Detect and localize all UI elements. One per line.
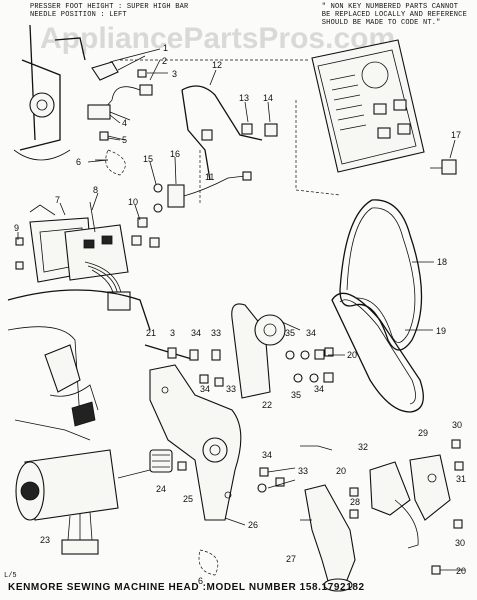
- callout-29: 29: [418, 428, 428, 438]
- callout-14: 14: [263, 93, 273, 103]
- part-6-cable-tie: [95, 149, 126, 176]
- part-6-cable-tie-lower: [198, 549, 219, 576]
- callout-6-b: 6: [198, 576, 203, 586]
- part-10-connectors: [131, 217, 160, 248]
- leader-lines: [17, 48, 465, 571]
- callout-23: 23: [40, 535, 50, 545]
- callout-28: 28: [350, 497, 360, 507]
- callout-35: 35: [285, 328, 295, 338]
- header-note-left: PRESSER FOOT HEIGHT : SUPER HIGH BAR NEE…: [30, 3, 188, 19]
- part-15-16-wiring: [153, 150, 252, 213]
- callout-22: 22: [262, 400, 272, 410]
- callout-33-c: 33: [298, 466, 308, 476]
- callout-35-b: 35: [291, 390, 301, 400]
- header-line: " NON KEY NUMBERED PARTS CANNOT: [321, 3, 459, 11]
- part-25-screw: [177, 461, 187, 471]
- part-23-motor: [15, 449, 151, 555]
- part-18-drive-belt: [339, 199, 423, 351]
- callout-20: 20: [347, 350, 357, 360]
- watermark: AppliancePartsPros.com: [40, 22, 396, 55]
- header-note-right: " NON KEY NUMBERED PARTS CANNOT BE REPLA…: [322, 3, 467, 27]
- hardware-33-34-35: [199, 349, 334, 387]
- callout-3: 3: [172, 69, 177, 79]
- header-line: SHOULD BE MADE TO CODE NT.": [321, 19, 441, 27]
- callout-30: 30: [452, 420, 462, 430]
- callout-12: 12: [212, 60, 222, 70]
- part-12-bracket: [181, 69, 263, 181]
- callout-20-c: 20: [456, 566, 466, 576]
- part-5-nut: [99, 131, 126, 141]
- callout-21: 21: [146, 328, 156, 338]
- part-26-motor-plate: [149, 364, 242, 521]
- part-30-31-screws: [451, 439, 464, 529]
- callout-4: 4: [122, 118, 127, 128]
- control-panel: [311, 39, 425, 173]
- panel-guide-lines: [120, 59, 341, 196]
- callout-11: 11: [205, 172, 214, 182]
- part-13-14-clips: [201, 123, 278, 141]
- part-24-pulley: [149, 449, 173, 473]
- callout-10: 10: [128, 197, 138, 207]
- callout-33-b: 33: [226, 384, 236, 394]
- callout-9: 9: [14, 223, 19, 233]
- header-line: NEEDLE POSITION : LEFT: [30, 11, 127, 19]
- callout-34: 34: [191, 328, 201, 338]
- callout-15: 15: [143, 154, 153, 164]
- callout-25: 25: [183, 494, 193, 504]
- callout-34-c: 34: [314, 384, 324, 394]
- part-21-shaft: [144, 344, 221, 361]
- part-2-plug: [104, 84, 153, 109]
- diagram-caption: KENMORE SEWING MACHINE HEAD :MODEL NUMBE…: [8, 582, 365, 593]
- part-27-lever-arm: [300, 484, 356, 592]
- callout-30-b: 30: [455, 538, 465, 548]
- part-1-lever: [91, 55, 146, 81]
- callout-18: 18: [437, 257, 447, 267]
- header-line: BE REPLACED LOCALLY AND REFERENCE: [321, 11, 467, 19]
- callout-33: 33: [211, 328, 221, 338]
- header-line: PRESSER FOOT HEIGHT : SUPER HIGH BAR: [30, 3, 189, 11]
- part-19-timing-belt: [331, 292, 424, 413]
- part-29-bracket: [409, 454, 451, 521]
- callout-31: 31: [456, 474, 466, 484]
- part-22-pulley-bracket: [231, 303, 301, 399]
- callout-27: 27: [286, 554, 296, 564]
- callout-19: 19: [436, 326, 446, 336]
- callout-7: 7: [55, 195, 60, 205]
- callout-32: 32: [358, 442, 368, 452]
- callout-6: 6: [76, 157, 81, 167]
- callout-26: 26: [248, 520, 258, 530]
- machine-casting: [7, 289, 151, 441]
- callout-3-lower: 3: [170, 328, 175, 338]
- callout-2: 2: [162, 56, 167, 66]
- callout-13: 13: [239, 93, 249, 103]
- callout-1: 1: [163, 43, 168, 53]
- callout-5: 5: [122, 135, 127, 145]
- callout-20-b: 20: [336, 466, 346, 476]
- part-9-screws: [15, 237, 24, 270]
- presser-bar-assembly: [13, 24, 86, 161]
- callout-labels: 1 2 3 4 5 6 7 8 9 10 11 12 13 14 15 16 1…: [14, 43, 466, 586]
- callout-17: 17: [451, 130, 461, 140]
- part-3-screw: [137, 69, 168, 78]
- corner-mark: L/5: [4, 572, 17, 580]
- callout-24: 24: [156, 484, 166, 494]
- callout-34-b: 34: [306, 328, 316, 338]
- part-4-switch: [87, 104, 131, 121]
- callout-34-d: 34: [200, 384, 210, 394]
- hardware-33-34-lower: [257, 467, 296, 493]
- callout-34-e: 34: [262, 450, 272, 460]
- part-32-sensor-bracket: [369, 461, 419, 549]
- callout-16: 16: [170, 149, 180, 159]
- part-8-circuit-board: [64, 201, 129, 281]
- part-20-28-screws: [324, 347, 441, 575]
- callout-8: 8: [93, 185, 98, 195]
- part-17-clip: [430, 159, 457, 175]
